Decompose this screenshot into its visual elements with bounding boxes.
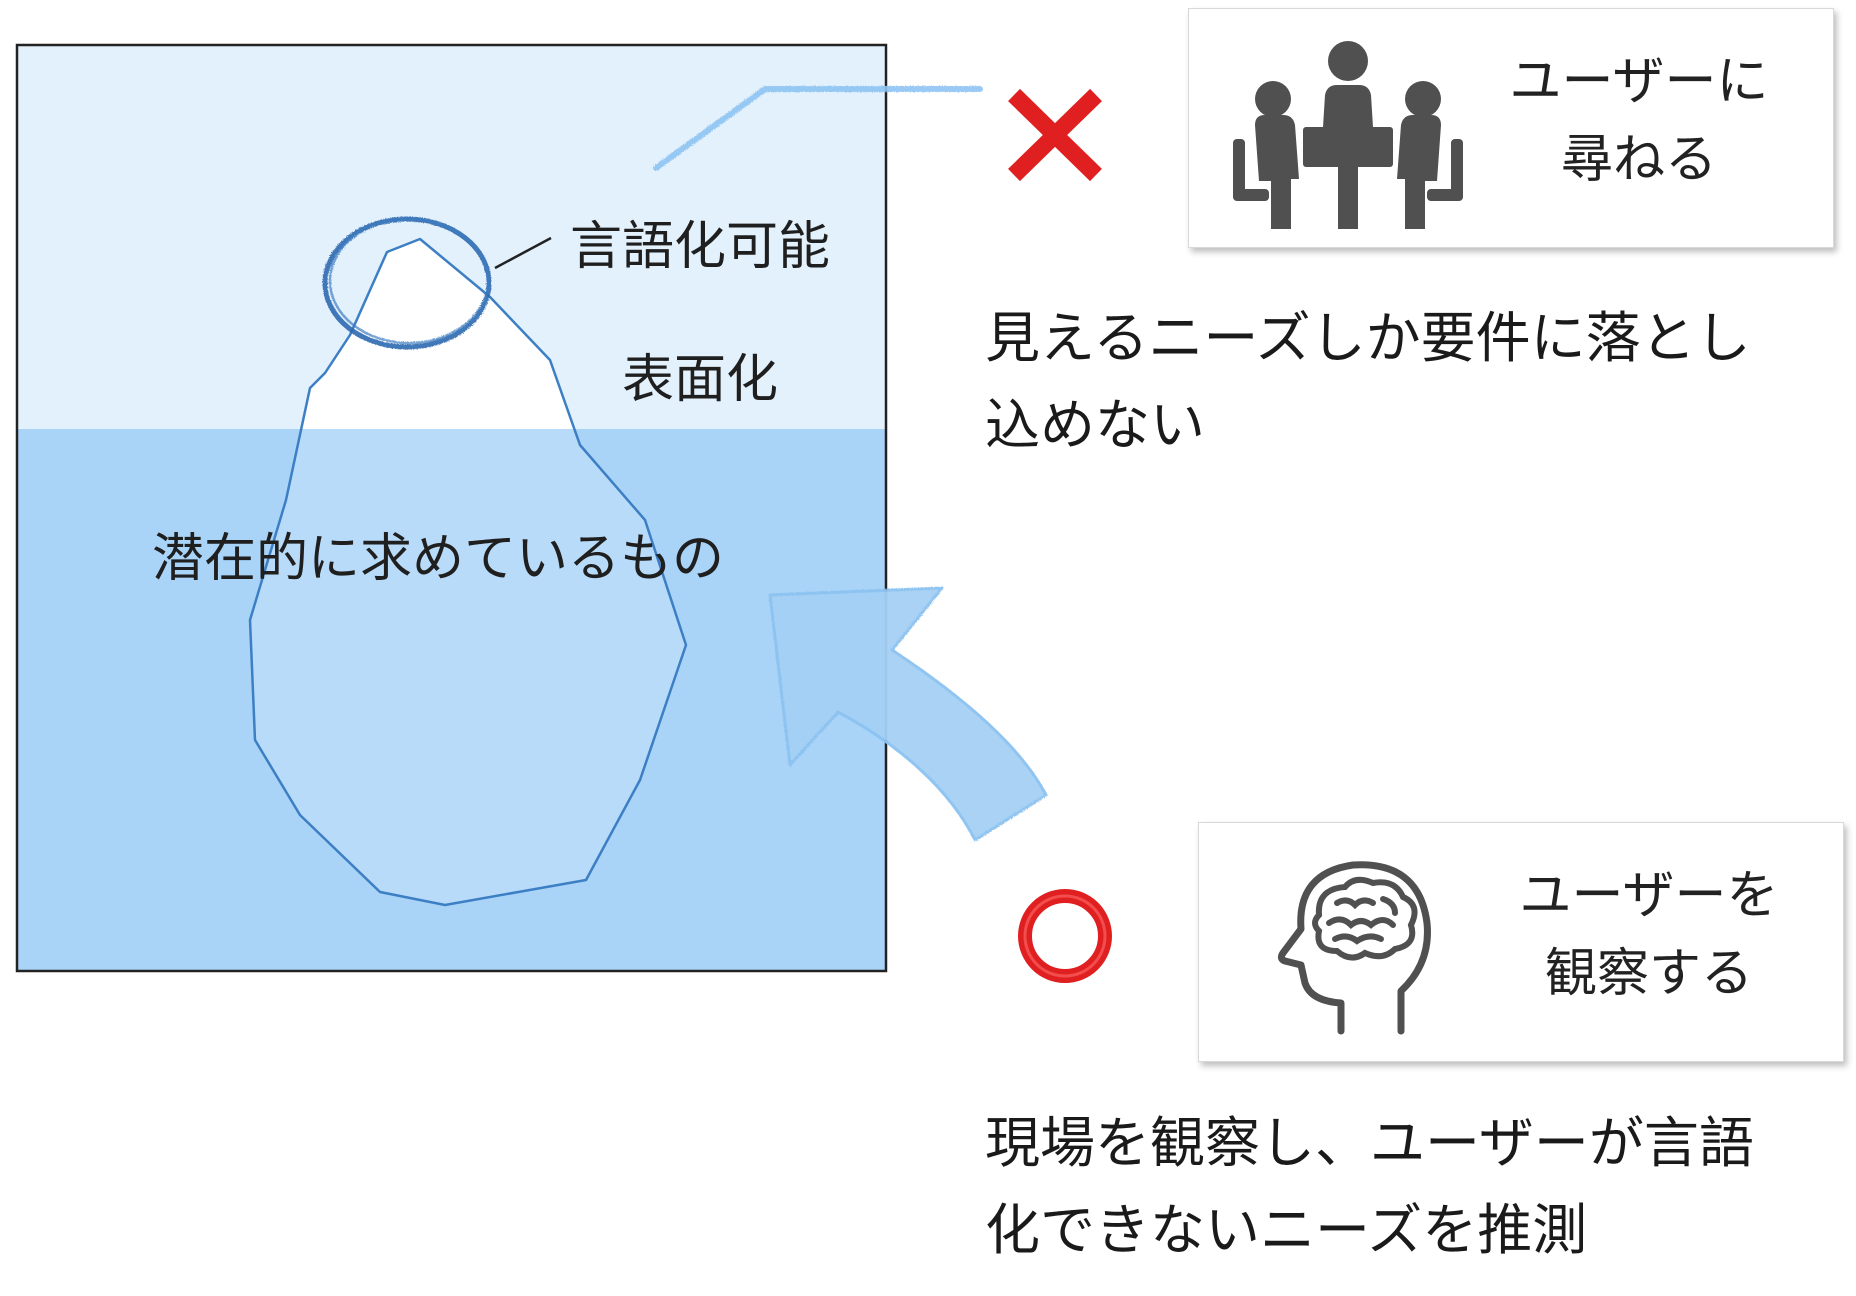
- label-surfaced: 表面化: [622, 350, 778, 410]
- ask-users-card-label: ユーザーに 尋ねる: [1459, 43, 1819, 199]
- ask-users-description: 見えるニーズしか要件に落とし 込めない: [985, 295, 1751, 469]
- label-verbalizable: 言語化可能: [570, 217, 830, 277]
- ask-users-line1: ユーザーに: [1509, 52, 1769, 112]
- iceberg-shape: [248, 237, 688, 907]
- observe-users-line2: 観察する: [1544, 944, 1753, 1004]
- ask-users-card: ユーザーに 尋ねる: [1188, 8, 1834, 248]
- observe-users-card-label: ユーザーを 観察する: [1469, 857, 1829, 1013]
- ask-users-description-line2: 込めない: [985, 392, 1206, 457]
- ask-users-description-line1: 見えるニーズしか要件に落とし: [985, 306, 1751, 370]
- observe-users-card: ユーザーを 観察する: [1198, 822, 1844, 1062]
- circle-mark-icon: [1018, 889, 1112, 983]
- curved-arrow: [768, 586, 1048, 842]
- label-leader-line: [494, 236, 552, 270]
- tip-highlight-circle: [322, 216, 492, 350]
- head-brain-icon: [1277, 861, 1431, 1035]
- meeting-people-icon: [1233, 41, 1463, 229]
- observe-users-description: 現場を観察し、ユーザーが言語 化できないニーズを推測: [985, 1100, 1754, 1274]
- diagram-frame: [15, 43, 888, 973]
- cross-mark-icon: [1008, 88, 1102, 182]
- label-latent: 潜在的に求めているもの: [152, 529, 724, 589]
- observe-users-description-line2: 化できないニーズを推測: [985, 1197, 1588, 1262]
- observe-users-line1: ユーザーを: [1519, 866, 1779, 926]
- ask-users-line2: 尋ねる: [1560, 130, 1717, 190]
- observe-users-description-line1: 現場を観察し、ユーザーが言語: [985, 1111, 1754, 1175]
- connector-line: [653, 86, 983, 171]
